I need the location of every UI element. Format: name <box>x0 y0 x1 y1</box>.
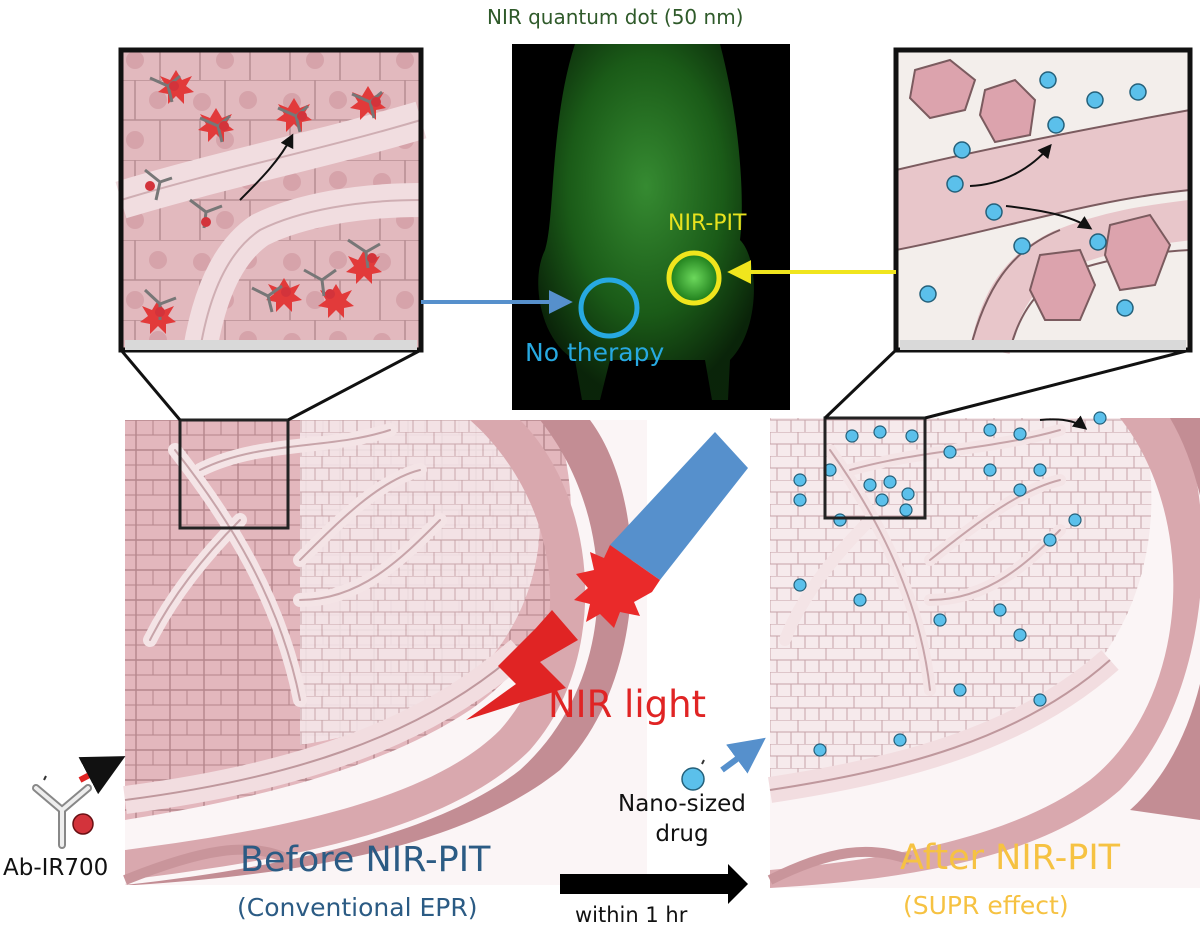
nano-drug-icon <box>681 759 705 791</box>
arrow-drug-into-tissue <box>720 737 766 774</box>
before-subtitle: (Conventional EPR) <box>237 893 478 922</box>
nir-light-label: NIR light <box>548 683 707 726</box>
tissue-before-panel <box>123 418 647 885</box>
antibody-markers <box>140 70 386 334</box>
nano-drug-label-line1: Nano-sized <box>618 791 746 817</box>
antibody-ir700-icon <box>32 775 94 849</box>
time-label: within 1 hr <box>575 903 688 927</box>
tissue-after-panel <box>767 411 1200 888</box>
quantum-dot-title: NIR quantum dot (50 nm) <box>487 5 744 29</box>
no-therapy-label: No therapy <box>525 338 665 367</box>
no-therapy-tumor-circle <box>578 277 640 339</box>
zoom-connector-left <box>119 348 422 422</box>
nano-drug-label-line2: drug <box>655 820 709 847</box>
light-source-icon <box>574 432 748 628</box>
arrow-ab-into-tissue <box>78 756 126 795</box>
lightning-bolt-icon <box>466 610 578 720</box>
time-arrow <box>560 864 748 904</box>
before-title: Before NIR-PIT <box>240 840 491 880</box>
inset-after-zoom <box>893 47 1193 355</box>
after-title: After NIR-PIT <box>900 838 1121 878</box>
inset-before-zoom <box>115 47 427 353</box>
zoom-connector-right <box>823 348 1191 420</box>
nir-pit-tumor-circle <box>666 250 722 306</box>
after-subtitle: (SUPR effect) <box>903 891 1069 920</box>
nir-pit-label: NIR-PIT <box>668 211 747 236</box>
mouse-fluorescence-image <box>512 44 790 410</box>
nanoparticles-after <box>793 411 1107 757</box>
nano-drug-label: Nano-sized drug <box>618 790 746 850</box>
ab-ir700-label: Ab-IR700 <box>3 855 109 881</box>
